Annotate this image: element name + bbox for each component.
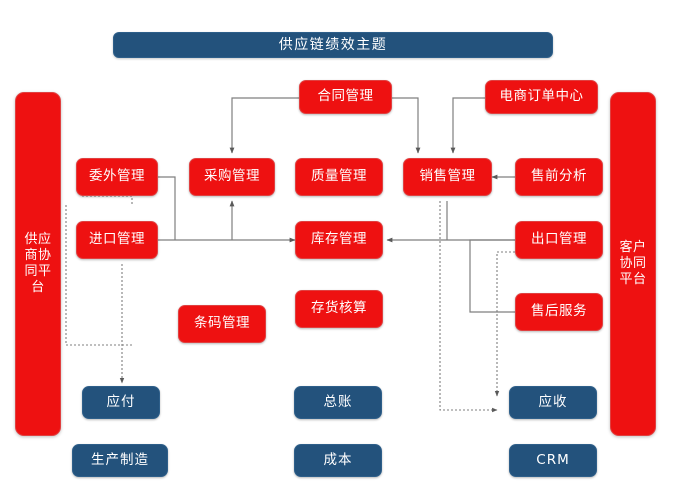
node-general-ledger-label: 总账 — [323, 393, 353, 410]
node-accounts-receivable-label: 应收 — [538, 393, 568, 410]
node-aftersales-service-label: 售后服务 — [531, 303, 587, 320]
node-aftersales-service[interactable]: 售后服务 — [515, 293, 603, 331]
node-import-management[interactable]: 进口管理 — [76, 221, 158, 259]
link-export-aftersales-bus — [469, 239, 515, 313]
node-accounts-payable[interactable]: 应付 — [82, 386, 160, 419]
link-contract-to-sales — [392, 97, 421, 154]
link-ecommerce-to-sales — [450, 97, 485, 154]
node-outsourcing-management-label: 委外管理 — [89, 168, 145, 185]
link-contract-to-purchase — [229, 97, 299, 154]
node-ecommerce-order-center[interactable]: 电商订单中心 — [485, 80, 598, 114]
node-barcode-management[interactable]: 条码管理 — [178, 305, 266, 343]
node-presales-analysis-label: 售前分析 — [531, 168, 587, 185]
node-inventory-management-label: 库存管理 — [311, 231, 367, 248]
link-supplier-platform-to-outsourcing — [82, 195, 133, 205]
sidebar-supplier-platform-label: 供应商协同平台 — [24, 231, 52, 296]
node-purchase-management[interactable]: 采购管理 — [189, 158, 275, 196]
node-cost-label: 成本 — [323, 451, 353, 468]
node-outsourcing-management[interactable]: 委外管理 — [76, 158, 158, 196]
node-import-management-label: 进口管理 — [89, 231, 145, 248]
node-sales-management-label: 销售管理 — [419, 168, 476, 185]
node-production-manufacturing-label: 生产制造 — [91, 451, 149, 468]
link-sales-to-receivable — [439, 201, 498, 413]
title-bar: 供应链绩效主题 — [113, 32, 553, 58]
node-crm-label: CRM — [536, 451, 570, 468]
node-presales-analysis[interactable]: 售前分析 — [515, 158, 603, 196]
sidebar-customer-platform-label: 客户协同平台 — [619, 239, 647, 288]
node-crm[interactable]: CRM — [509, 444, 597, 477]
node-quality-management-label: 质量管理 — [311, 168, 367, 185]
node-general-ledger[interactable]: 总账 — [294, 386, 382, 419]
node-export-management-label: 出口管理 — [531, 231, 587, 248]
node-contract-management-label: 合同管理 — [317, 88, 374, 105]
title-bar-label: 供应链绩效主题 — [278, 36, 388, 53]
node-inventory-management[interactable]: 库存管理 — [295, 221, 383, 259]
node-barcode-management-label: 条码管理 — [194, 315, 250, 332]
node-cost[interactable]: 成本 — [294, 444, 382, 477]
node-contract-management[interactable]: 合同管理 — [299, 80, 392, 114]
sidebar-customer-platform[interactable]: 客户协同平台 — [610, 92, 656, 436]
node-purchase-management-label: 采购管理 — [204, 168, 260, 185]
link-export-to-receivable — [494, 251, 515, 397]
link-outsourcing-to-bus — [158, 176, 176, 240]
node-export-management[interactable]: 出口管理 — [515, 221, 603, 259]
node-sales-management[interactable]: 销售管理 — [403, 158, 492, 196]
node-inventory-accounting[interactable]: 存货核算 — [295, 290, 383, 328]
node-quality-management[interactable]: 质量管理 — [295, 158, 383, 196]
node-accounts-receivable[interactable]: 应收 — [509, 386, 597, 419]
node-ecommerce-order-center-label: 电商订单中心 — [499, 88, 584, 105]
node-inventory-accounting-label: 存货核算 — [311, 300, 367, 317]
sidebar-supplier-platform[interactable]: 供应商协同平台 — [15, 92, 61, 436]
node-production-manufacturing[interactable]: 生产制造 — [72, 444, 168, 477]
node-accounts-payable-label: 应付 — [106, 393, 136, 410]
